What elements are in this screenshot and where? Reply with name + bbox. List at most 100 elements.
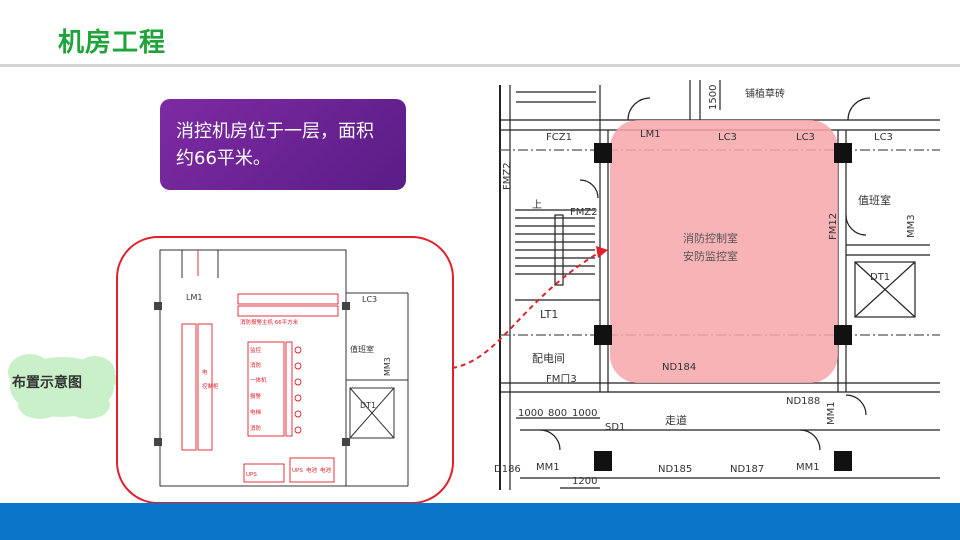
thumb-cabinet-header: 消防报警主机 66平方米	[240, 318, 299, 326]
stair	[515, 209, 600, 301]
chair	[294, 394, 302, 402]
plan-label: MM1	[796, 462, 820, 473]
column	[834, 325, 852, 345]
chair	[294, 362, 302, 370]
plan-label: D186	[494, 464, 521, 475]
plan-label: 800	[548, 408, 567, 419]
thumb-column	[154, 302, 162, 310]
column	[594, 143, 612, 163]
plan-label: ND188	[786, 396, 820, 407]
thumb-console-item: 监控	[250, 346, 262, 354]
plan-label: ND184	[662, 362, 696, 373]
thumb-label: LM1	[186, 293, 202, 302]
thumb-label: LC3	[362, 295, 377, 304]
plan-label: FMㄇ3	[546, 374, 577, 385]
thumb-console-item: 消防	[250, 424, 262, 432]
thumb-column	[342, 438, 350, 446]
door-arc	[539, 429, 561, 451]
plan-label: 铺植草砖	[745, 87, 785, 100]
room-name: 安防监控室	[683, 249, 738, 263]
left-cabinet	[197, 323, 213, 451]
plan-label: LC3	[874, 132, 893, 143]
layout-cloud-bubble	[8, 354, 138, 419]
plan-label: MM3	[906, 214, 917, 238]
plan-label: LC3	[718, 132, 737, 143]
plan-label: FM12	[828, 213, 839, 240]
thumb-bottom-item: UPS	[246, 472, 257, 478]
elevator-cross	[854, 261, 916, 318]
plan-label: LT1	[540, 308, 558, 321]
plan-label: SD1	[605, 422, 625, 433]
column	[594, 325, 612, 345]
thumb-bottom-item: 电池	[320, 466, 332, 474]
room-name: 走道	[665, 413, 687, 427]
thumb-elevator-cross	[349, 387, 395, 439]
plan-label: ND185	[658, 464, 692, 475]
thumb-column	[154, 438, 162, 446]
thumb-console-item: 报警	[250, 392, 262, 400]
room-info-callout: 消控机房位于一层，面积约66平米。	[160, 99, 406, 190]
door-arc	[845, 394, 867, 416]
plan-label: 1200	[572, 476, 597, 487]
thumb-bottom-item: UPS	[292, 468, 303, 474]
page-title: 机房工程	[58, 28, 167, 58]
plan-label: LC3	[796, 132, 815, 143]
door-arc	[579, 179, 599, 199]
plan-label: FMZ2	[570, 207, 598, 218]
chair	[294, 426, 302, 434]
chair	[294, 378, 302, 386]
thumb-console-item: 消防	[250, 361, 262, 369]
console-column	[285, 341, 293, 437]
chair	[294, 346, 302, 354]
room-name: 值班室	[858, 193, 891, 207]
door-arc	[845, 214, 867, 236]
plan-label: 上	[532, 199, 542, 211]
column	[834, 451, 852, 471]
plan-label: MM1	[536, 462, 560, 473]
bottom-cabinet	[243, 463, 285, 483]
arrow-head	[596, 246, 608, 258]
layout-label: 布置示意图	[12, 375, 82, 391]
room-name: 配电间	[532, 352, 565, 365]
plan-label: FCZ1	[546, 132, 572, 143]
layout-thumbnail-frame: 消防报警主机 66平方米 监控 消防 一体机 报警 电梯 消防 电 控制柜 UP…	[116, 236, 454, 504]
room-name: 消防控制室	[683, 231, 738, 245]
plan-label: 1000	[572, 408, 597, 419]
plan-label: 1000	[518, 408, 543, 419]
thumb-elevator	[349, 387, 395, 439]
thumb-room-name: 值班室	[350, 344, 374, 354]
fire-control-room-highlight	[610, 120, 838, 383]
column	[594, 451, 612, 471]
console-column	[247, 341, 285, 437]
elevator-shaft	[854, 261, 916, 318]
door-arc	[799, 429, 821, 451]
top-cabinet-row	[237, 293, 339, 305]
thumb-cabinet-label: 电	[202, 368, 208, 376]
thumb-label: MM3	[383, 357, 392, 376]
plan-label: 1500	[708, 85, 719, 110]
thumb-console-item: 一体机	[250, 376, 267, 384]
title-divider	[0, 64, 960, 67]
thumb-room-outline	[159, 249, 347, 487]
left-cabinet	[181, 323, 197, 451]
top-cabinet-row	[237, 305, 339, 317]
column	[834, 143, 852, 163]
bottom-cabinet	[289, 457, 335, 483]
door-arc	[847, 97, 871, 121]
layout-thumbnail: 消防报警主机 66平方米 监控 消防 一体机 报警 电梯 消防 电 控制柜 UP…	[154, 249, 409, 487]
thumb-bottom-item: 电池	[306, 466, 318, 474]
plan-label: ND187	[730, 464, 764, 475]
plan-label: FMZ2	[502, 162, 513, 190]
door-arc	[627, 97, 651, 121]
thumb-label: DT1	[360, 401, 376, 410]
thumb-console-item: 电梯	[250, 408, 262, 416]
footer-bar	[0, 503, 960, 540]
plan-label: LM1	[640, 129, 661, 140]
thumb-cabinet-label: 控制柜	[202, 382, 219, 390]
chair	[294, 410, 302, 418]
plan-label: DT1	[870, 272, 890, 283]
plan-label: MM1	[826, 401, 837, 425]
thumb-column	[342, 302, 350, 310]
connector-arrow	[451, 251, 601, 369]
